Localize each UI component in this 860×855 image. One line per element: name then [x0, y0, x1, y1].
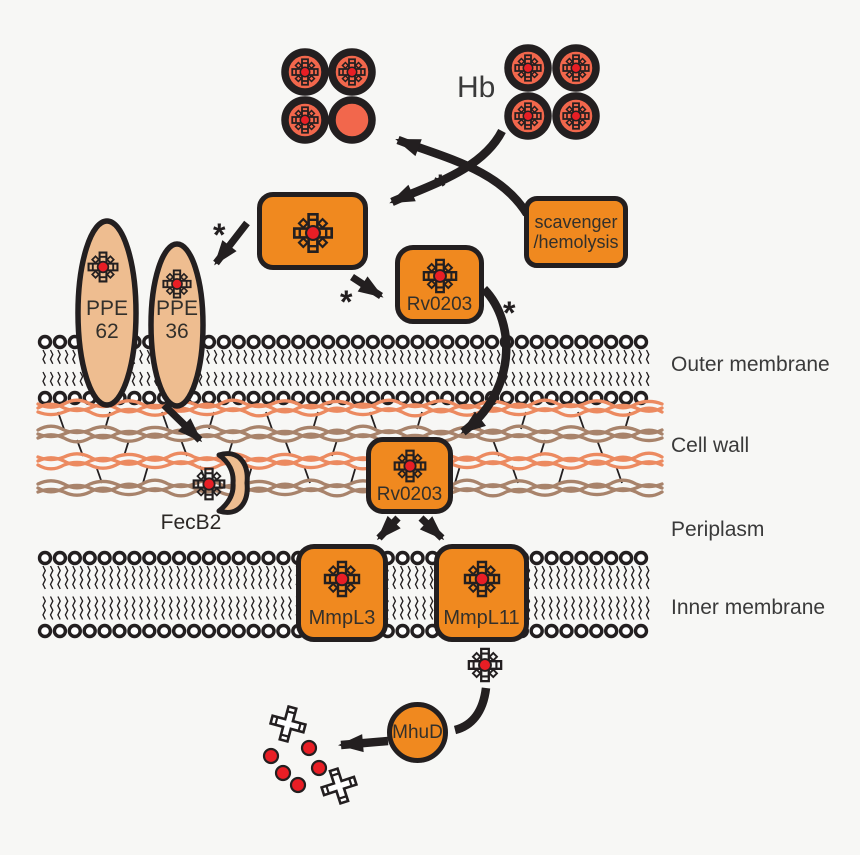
hb-tetramer-heme-extracted — [281, 48, 376, 144]
arrow-rv0203-across-outer-membrane — [460, 286, 511, 436]
arrow-ppe36-to-fecb2 — [161, 402, 203, 443]
ppe62-label: PPE 62 — [77, 297, 137, 343]
rv0203-extracellular-box: Rv0203 — [395, 245, 484, 324]
arrow-rv0203-to-mmpl3 — [376, 515, 401, 541]
rv0203-label: Rv0203 — [376, 483, 443, 505]
ppe62-line1: PPE — [85, 297, 129, 320]
arrow-heme-to-rv0203 — [350, 273, 384, 300]
heme-icon — [462, 559, 502, 599]
ppe36-label: PPE 36 — [147, 297, 207, 343]
cell-wall-label: Cell wall — [671, 434, 750, 457]
hb-label: Hb — [457, 71, 496, 104]
mmpl3-label: MmpL3 — [308, 606, 376, 629]
outer-membrane-label: Outer membrane — [671, 353, 830, 376]
scavenger-line2: /hemolysis — [533, 232, 619, 252]
heme-icon — [392, 448, 428, 484]
degradation-products — [262, 701, 362, 809]
inner-membrane-label: Inner membrane — [671, 596, 826, 619]
mhud-label: MhuD — [392, 721, 443, 743]
arrow-heme-to-ppe — [213, 220, 250, 266]
mmpl3-box: MmpL3 — [296, 544, 388, 642]
heme-icon — [291, 211, 335, 255]
ppe36-line2: 36 — [165, 320, 189, 344]
arrow-mhud-to-products — [338, 734, 389, 753]
iron-atom-icon — [300, 739, 318, 757]
heme-icon — [467, 647, 503, 683]
arrow-heme-to-mhud — [453, 687, 491, 735]
asterisk-1: * — [434, 168, 447, 204]
ppe36-oval — [148, 241, 206, 409]
periplasm-label: Periplasm — [671, 518, 765, 541]
iron-atom-icon — [310, 759, 328, 777]
scavenger-hemolysis-box: scavenger /hemolysis — [524, 196, 628, 268]
ppe36-line1: PPE — [155, 297, 199, 320]
iron-atom-icon — [289, 776, 307, 794]
rv0203-label: Rv0203 — [406, 293, 473, 315]
ppe62-line2: 62 — [95, 320, 119, 344]
heme-icon — [322, 559, 362, 599]
hb-tetramer-heme-bound — [504, 44, 600, 140]
iron-atom-icon — [274, 764, 292, 782]
ppe62-oval — [75, 218, 139, 408]
heme-icon — [421, 257, 459, 295]
heme-icon — [192, 467, 226, 501]
fecb2-crescent — [192, 451, 250, 515]
pathway-arrows — [161, 128, 531, 753]
iron-atoms — [262, 739, 328, 794]
mmpl11-box: MmpL11 — [434, 544, 529, 642]
apo-subunit — [328, 96, 376, 144]
mhud-circle: MhuD — [387, 702, 448, 763]
free-heme-box — [257, 192, 368, 270]
arrow-hb-to-free-heme — [389, 128, 506, 206]
fecb2-label: FecB2 — [160, 511, 222, 534]
asterisk-4: * — [503, 295, 516, 331]
asterisk-3: * — [340, 284, 353, 320]
arrow-rv0203-to-mmpl11 — [418, 515, 445, 541]
mmpl11-label: MmpL11 — [443, 606, 520, 629]
iron-atom-icon — [262, 747, 280, 765]
rv0203-cellwall-box: Rv0203 — [366, 437, 453, 514]
scavenger-line1: scavenger — [534, 211, 618, 232]
arrow-scavenger-to-hb — [395, 136, 531, 217]
degraded-heme-icon — [265, 701, 311, 747]
cell-wall-strands — [36, 398, 664, 498]
asterisk-2: * — [213, 217, 226, 253]
